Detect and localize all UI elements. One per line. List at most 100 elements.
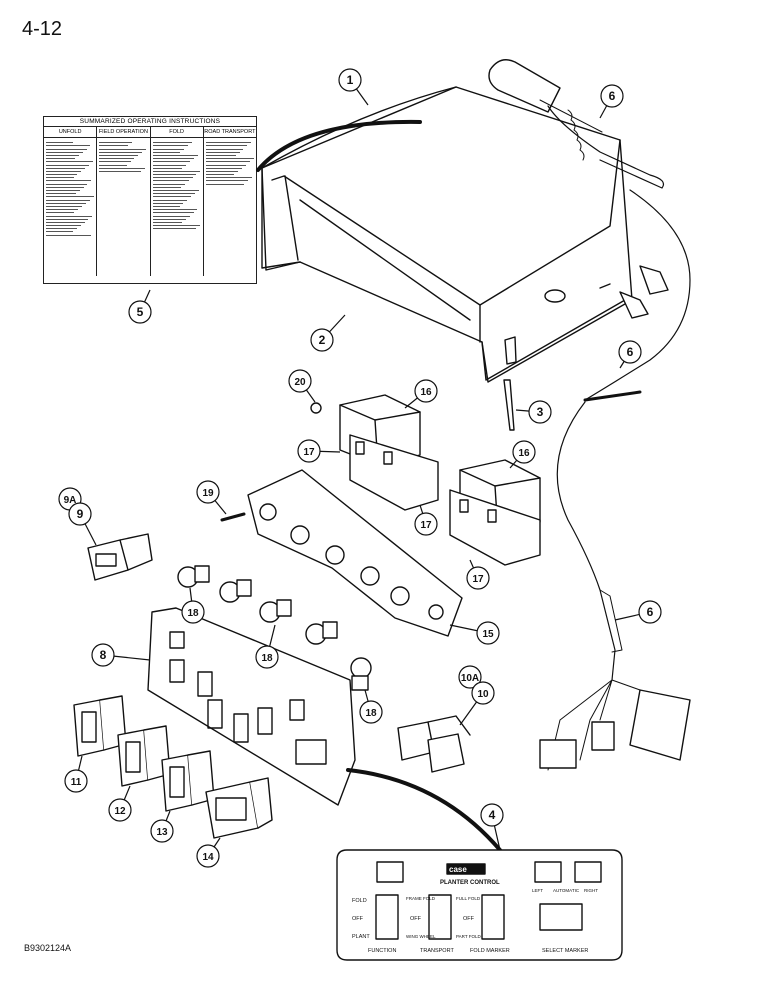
callout-balloon	[512, 440, 536, 464]
fold-marker-option-off: OFF	[463, 916, 475, 922]
callout-balloon	[150, 819, 174, 843]
fold-marker-label: FOLD MARKER	[470, 948, 510, 954]
callout-number: 18	[365, 708, 377, 719]
callout-number: 15	[482, 629, 494, 640]
decal-column-fold: FOLD	[151, 127, 204, 137]
callout-layer: 1234566689A910A1011121314151616171717181…	[58, 68, 662, 868]
bracket-15	[247, 469, 463, 637]
switch-9	[87, 533, 153, 581]
callout-number: 14	[202, 852, 214, 863]
callout-number: 6	[609, 89, 616, 103]
callout-number: 3	[537, 405, 544, 419]
callout-number: 6	[647, 605, 654, 619]
panel-title: PLANTER CONTROL	[440, 880, 500, 886]
callout-number: 16	[518, 448, 530, 459]
callout-balloon	[288, 369, 312, 393]
case-logo	[446, 863, 486, 875]
transport-switch-window	[428, 894, 452, 940]
callout-balloon	[68, 502, 92, 526]
function-label: FUNCTION	[368, 948, 396, 954]
callout-balloon	[196, 480, 220, 504]
callout-number: 16	[420, 387, 432, 398]
console-housing	[256, 86, 633, 383]
callout-number: 10A	[461, 673, 479, 684]
callout-balloon	[414, 379, 438, 403]
panel-brand: case	[449, 865, 467, 874]
callout-number: 9A	[64, 495, 77, 506]
callout-number: 2	[319, 333, 326, 347]
cable-harness-upper	[488, 59, 691, 402]
bulb-group	[177, 565, 372, 691]
callout-balloon	[91, 643, 115, 667]
callout-number: 10	[477, 689, 489, 700]
function-option-off: OFF	[352, 916, 364, 922]
leader-to-decal	[346, 768, 502, 852]
decal-column-road-transport: ROAD TRANSPORT	[204, 129, 256, 135]
callout-number: 4	[489, 808, 496, 822]
callout-balloon	[618, 340, 642, 364]
callout-balloon	[458, 665, 482, 689]
callout-number: 18	[187, 608, 199, 619]
function-option-plant: PLANT	[352, 934, 370, 940]
select-marker-label: SELECT MARKER	[542, 948, 588, 954]
switch-10-pair	[397, 715, 471, 773]
callout-number: 5	[137, 305, 144, 319]
fold-marker-switch-window	[481, 894, 505, 940]
screw-19	[220, 512, 246, 522]
callout-number: 6	[627, 345, 634, 359]
callout-balloon	[108, 798, 132, 822]
page-number: 4-12	[22, 18, 63, 40]
callout-number: 18	[261, 653, 273, 664]
function-option-fold: FOLD	[352, 898, 367, 904]
operating-instructions-decal: SUMMARIZED OPERATING INSTRUCTIONS UNFOLD…	[43, 116, 257, 284]
transport-label: TRANSPORT	[420, 948, 454, 954]
callout-balloon	[359, 700, 383, 724]
select-marker-switch-window	[539, 903, 583, 931]
callout-balloon	[414, 512, 438, 536]
transport-option-wing-wheel: WING WHEEL	[406, 934, 436, 939]
callout-balloon	[466, 566, 490, 590]
callout-number: 20	[294, 377, 306, 388]
select-marker-option-right: RIGHT	[584, 888, 598, 893]
decal-column-field-operation: FIELD OPERATION	[97, 127, 151, 137]
callout-balloon	[476, 621, 500, 645]
decal-fine-print	[44, 138, 256, 276]
callout-balloon	[64, 769, 88, 793]
callout-number: 1	[347, 73, 354, 87]
decal-title: SUMMARIZED OPERATING INSTRUCTIONS	[44, 117, 256, 127]
screw-3	[503, 379, 515, 431]
decal-text-block	[44, 138, 98, 276]
rocker-switch-12	[117, 725, 171, 787]
callout-balloon	[638, 600, 662, 624]
callout-number: 19	[202, 488, 214, 499]
callout-balloon	[255, 645, 279, 669]
callout-balloon	[480, 803, 504, 827]
callout-balloon	[181, 600, 205, 624]
decal-column-unfold: UNFOLD	[44, 127, 98, 137]
callout-balloon	[338, 68, 362, 92]
decal-column-headers: UNFOLD FIELD OPERATION FOLD ROAD TRANSPO…	[44, 127, 256, 138]
callout-balloon	[600, 84, 624, 108]
transport-option-off: OFF	[410, 916, 422, 922]
decal-text-block	[97, 138, 151, 276]
callout-number: 9	[77, 507, 84, 521]
clip-20	[310, 402, 322, 414]
callout-number: 11	[71, 777, 82, 788]
relay-group-upper	[339, 394, 439, 511]
panel-indicator-square	[376, 861, 404, 883]
callout-balloon	[297, 439, 321, 463]
callout-balloon	[471, 681, 495, 705]
select-marker-option-automatic: AUTOMATIC	[553, 888, 580, 893]
relay-group-right	[449, 459, 541, 566]
cable-harness-lower	[539, 401, 691, 771]
figure-id: B9302124A	[24, 943, 72, 953]
rocker-switch-13	[161, 750, 215, 812]
rocker-switch-14	[205, 777, 273, 839]
function-switch-window	[375, 894, 399, 940]
fold-marker-option-part-fold: PART FOLD	[456, 934, 482, 939]
callout-number: 17	[472, 574, 484, 585]
callout-balloon	[196, 844, 220, 868]
callout-number: 12	[114, 806, 126, 817]
